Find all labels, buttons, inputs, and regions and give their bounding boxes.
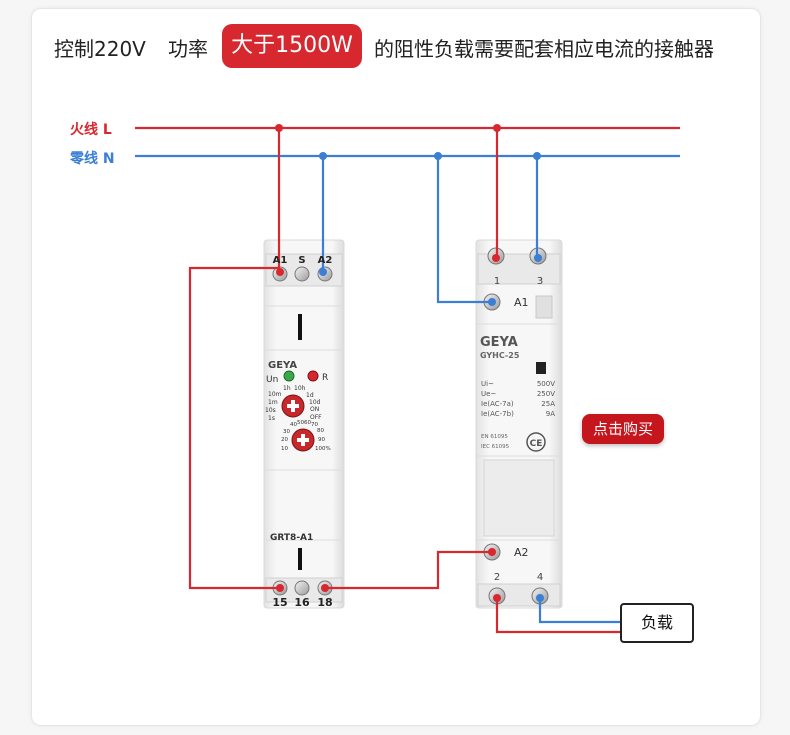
contactor-spec-key: Ui~	[481, 380, 494, 388]
relay-model: GRT8-A1	[270, 533, 313, 543]
contactor-spec-value: 9A	[546, 410, 555, 418]
relay-brand: GEYA	[268, 360, 297, 371]
contactor-brand: GEYA	[480, 335, 518, 350]
relay-percent-label: 40	[290, 422, 297, 428]
relay-time-label: 1h	[283, 385, 291, 392]
ce-icon	[526, 432, 546, 452]
relay-percent-label: 100%	[315, 446, 331, 452]
load-box: 负载	[620, 603, 694, 643]
relay-percent-label: 50	[297, 420, 304, 426]
relay-percent-label: 10	[281, 446, 288, 452]
contactor-spec-value: 250V	[537, 390, 555, 398]
contactor-ce-label: CE	[530, 439, 543, 449]
relay-percent-label: 60	[304, 420, 311, 426]
relay-time-label: 1s	[268, 415, 275, 422]
contactor-spec-value: 25A	[541, 400, 555, 408]
contactor-coil-a1: A1	[514, 296, 529, 309]
relay-terminal-s: S	[298, 255, 305, 266]
heading: 控制220V 功率 大于1500W 的阻性负载需要配套相应电流的接触器	[0, 0, 790, 95]
contactor-indicator-icon	[536, 362, 546, 374]
relay-terminal-a2: A2	[318, 255, 333, 266]
heading-text-requirement: 的阻性负载需要配套相应电流的接触器	[374, 37, 714, 61]
neutral-wires	[135, 154, 680, 624]
relay-percent-label: 80	[317, 428, 324, 434]
relay-time-label: ON	[310, 406, 319, 413]
contactor-standard: EN 61095	[481, 434, 508, 440]
relay-percent-label: 30	[283, 429, 290, 435]
time-range-knob-icon	[281, 394, 305, 418]
relay-time-label: OFF	[310, 414, 322, 421]
relay-time-label: 1d	[306, 392, 314, 399]
relay-time-label: 10s	[265, 407, 276, 414]
contactor-terminal-1: 1	[494, 276, 500, 287]
relay-terminal-18: 18	[317, 596, 332, 609]
relay-led-r-label: R	[322, 373, 328, 383]
contactor-coil-a2: A2	[514, 546, 529, 559]
contactor-spec-value: 500V	[537, 380, 555, 388]
contactor-standard: IEC 61095	[481, 444, 510, 450]
relay-percent-label: 20	[281, 437, 288, 443]
relay-time-label: 10h	[294, 385, 306, 392]
heading-text-power: 功率	[168, 37, 208, 61]
heading-text-control: 控制220V	[54, 37, 146, 61]
junction-dots	[275, 124, 544, 602]
buy-now-button[interactable]: 点击购买	[582, 414, 664, 444]
contactor-terminal-3: 3	[537, 276, 543, 287]
contactor-terminal-2: 2	[494, 572, 500, 583]
contactor-model: GYHC-25	[480, 351, 520, 360]
relay-percent-label: 90	[318, 437, 325, 443]
relay-led-un-label: Un	[266, 375, 278, 385]
relay-percent-label: 70	[311, 422, 318, 428]
led-r-icon	[307, 370, 319, 382]
heading-power-badge: 大于1500W	[222, 24, 362, 68]
led-un-icon	[283, 370, 295, 382]
contactor-terminal-4: 4	[537, 572, 543, 583]
relay-time-label: 10m	[268, 391, 282, 398]
contactor-spec-key: Ie(AC-7b)	[481, 410, 514, 418]
relay-terminal-15: 15	[272, 596, 287, 609]
contactor-spec-key: Ue~	[481, 390, 496, 398]
relay-terminal-a1: A1	[273, 255, 288, 266]
neutral-line-label: 零线 N	[69, 150, 115, 167]
relay-time-label: 10d	[309, 399, 321, 406]
live-line-label: 火线 L	[70, 121, 112, 138]
contactor-spec-key: Ie(AC-7a)	[481, 400, 514, 408]
relay-terminal-16: 16	[294, 596, 310, 609]
live-wires	[135, 126, 680, 634]
relay-time-label: 1m	[268, 399, 278, 406]
percent-knob-icon	[291, 428, 315, 452]
